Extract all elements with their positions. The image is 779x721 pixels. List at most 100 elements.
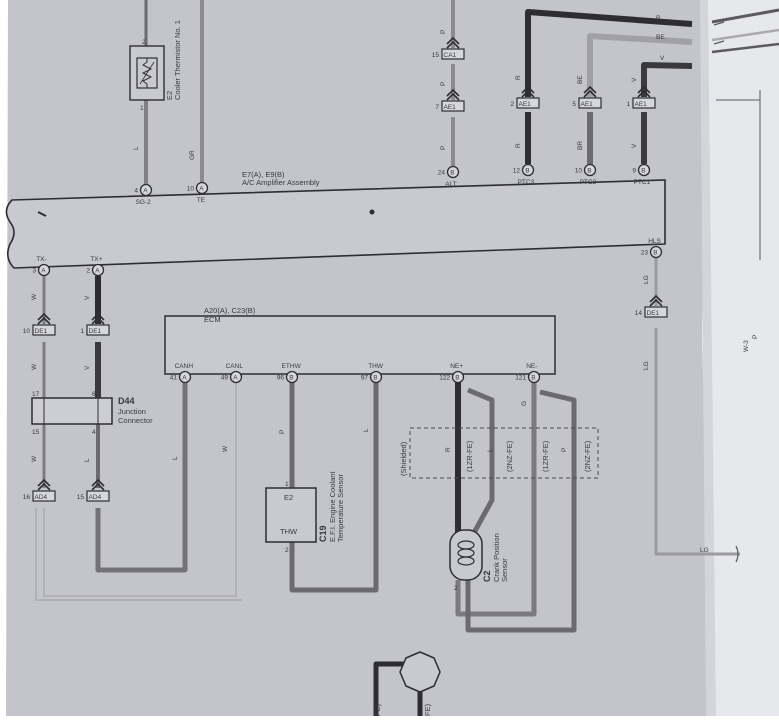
right-page-label-w3: W-3 — [743, 340, 750, 352]
wire-color-ptc1_a: V — [631, 77, 638, 82]
double-chevron-connector-icon — [583, 85, 597, 98]
connector-name-ca1: CA1 — [444, 52, 457, 59]
wire-color-labels: L GR P P P R BE V R R BE BR V V LG LG LG… — [31, 15, 709, 554]
amp-pin-label-0: SG-2 — [136, 199, 152, 206]
double-chevron-connector-icon — [637, 85, 651, 98]
ac-amplifier-pins: A4SG-2A10TEB24ALTB12PTC3B10PTC2B9PTC1B23… — [32, 163, 663, 277]
connector-num-ae1_ptc2: 5 — [572, 101, 576, 108]
ecm-box — [164, 315, 556, 375]
wire-color-txm_b: W — [31, 363, 38, 370]
connector-num-ae1_ptc1: 1 — [626, 101, 630, 108]
wire-color-ne_g: G — [521, 401, 528, 406]
wire-color-txp_a: V — [84, 295, 91, 300]
ecm-pin-conn-0: A — [182, 375, 187, 382]
shield-box — [409, 427, 599, 479]
junction-pin-15: 15 — [32, 429, 40, 436]
amp-pin-label-4: PTC2 — [580, 179, 597, 186]
connector-num-de1_b: 1 — [80, 328, 84, 335]
ac-amplifier-box — [5, 179, 666, 269]
coolant-ref: C19 — [318, 525, 328, 542]
amp-pin-label-7: TX- — [36, 256, 46, 263]
ecm-pin-num-3: 97 — [361, 375, 369, 382]
amp-pin-num-7: 3 — [32, 268, 36, 275]
amp-pin-conn-8: A — [95, 268, 100, 275]
connector-name-ae1_ptc3: AE1 — [519, 101, 532, 108]
connector-de1_b: DE1 1 — [80, 312, 110, 336]
pin-circle-icon — [527, 370, 541, 384]
connector-name-de1_c: DE1 — [647, 310, 660, 317]
amp-pin-num-5: 9 — [632, 168, 636, 175]
bottom-fragment-a: FE) — [373, 703, 382, 716]
crank-pin-top: 1 — [454, 521, 458, 528]
wire-color-ne_l: L — [487, 448, 494, 452]
crank-pin-bottom: 2 — [454, 585, 458, 592]
wire-color-hls_b: LG — [643, 361, 650, 370]
junction-pin-17: 17 — [32, 391, 40, 398]
wire-color-ne_p: P — [561, 448, 568, 452]
wire-color-txm_a: W — [31, 293, 38, 300]
coolant-term-thw: THW — [280, 527, 298, 536]
junction-ref: D44 — [118, 396, 135, 406]
wire-color-ptc3_b: R — [515, 143, 522, 148]
crank-position-sensor-c2: 1 2 C2 Crank Position Sensor — [449, 521, 509, 592]
amp-pin-label-8: TX+ — [90, 256, 102, 263]
wire-color-ptc2_a: BE — [577, 75, 584, 84]
pin-circle-icon — [637, 163, 651, 177]
pin-circle-icon — [369, 370, 383, 384]
amp-pin-label-6: HLS — [648, 238, 661, 245]
pin-circle-icon — [521, 163, 535, 177]
wires — [35, 0, 740, 716]
ecm-pin-conn-3: B — [373, 375, 377, 382]
engine-note-1zr-b: (1ZR-FE) — [541, 440, 550, 472]
connector-num-ae1_ptc3: 2 — [510, 101, 514, 108]
wire-color-ptc3_a: R — [515, 75, 522, 80]
connector-name-ad4_a: AD4 — [35, 494, 48, 501]
ecm-pin-num-4: 122 — [439, 375, 450, 382]
pin-circle-icon — [37, 263, 51, 277]
ecm-pin-num-0: 41 — [170, 375, 178, 382]
wire-color-top_r: R — [656, 15, 661, 22]
wire-color-ptc2_b: BR — [577, 141, 584, 150]
ecm-pin-num-1: 49 — [221, 375, 229, 382]
amp-pin-num-4: 10 — [575, 168, 583, 175]
crank-name-2: Sensor — [500, 558, 509, 582]
pin-circle-icon — [451, 370, 465, 384]
pin-circle-icon — [178, 370, 192, 384]
pin-circle-icon — [195, 181, 209, 195]
wire-color-sg2: L — [133, 146, 140, 150]
amp-pin-conn-1: A — [199, 186, 204, 193]
amp-pin-label-2: ALT — [445, 181, 456, 188]
ecm-ref: A20(A), C23(B) — [204, 306, 256, 315]
pin-circle-icon — [446, 165, 460, 179]
junction-name-1: Junction — [118, 407, 146, 416]
amp-pin-label-1: TE — [197, 197, 206, 204]
wire-color-ethw: P — [279, 430, 286, 434]
double-chevron-connector-icon — [37, 312, 51, 325]
junction-connector-d44: 17 6 15 4 D44 Junction Connector — [31, 391, 153, 436]
wire-color-hls_c: LG — [700, 547, 709, 554]
connector-num-ad4_b: 15 — [77, 494, 85, 501]
amp-pin-num-0: 4 — [134, 188, 138, 195]
ecm-name: ECM — [204, 315, 221, 324]
double-chevron-connector-icon — [521, 85, 535, 98]
ecm-pin-conn-4: B — [455, 375, 459, 382]
wire-color-txm_c: W — [31, 455, 38, 462]
wire-color-ne_r: R — [445, 447, 452, 452]
crank-ref: C2 — [482, 570, 492, 582]
ecm-pins: A41CANHA49CANLB96ETHWB97THWB122NE+B121NE… — [170, 363, 541, 384]
engine-note-2nz-a: (2NZ-FE) — [505, 440, 514, 472]
amp-pin-conn-6: B — [653, 250, 657, 257]
pin-circle-icon — [285, 370, 299, 384]
coolant-term-e2: E2 — [284, 493, 293, 502]
pin-circle-icon — [583, 163, 597, 177]
ecm-pin-label-0: CANH — [175, 363, 194, 370]
ecm-pin-num-2: 96 — [277, 375, 285, 382]
connector-name-de1_b: DE1 — [89, 328, 102, 335]
wire-color-thw: L — [363, 428, 370, 432]
